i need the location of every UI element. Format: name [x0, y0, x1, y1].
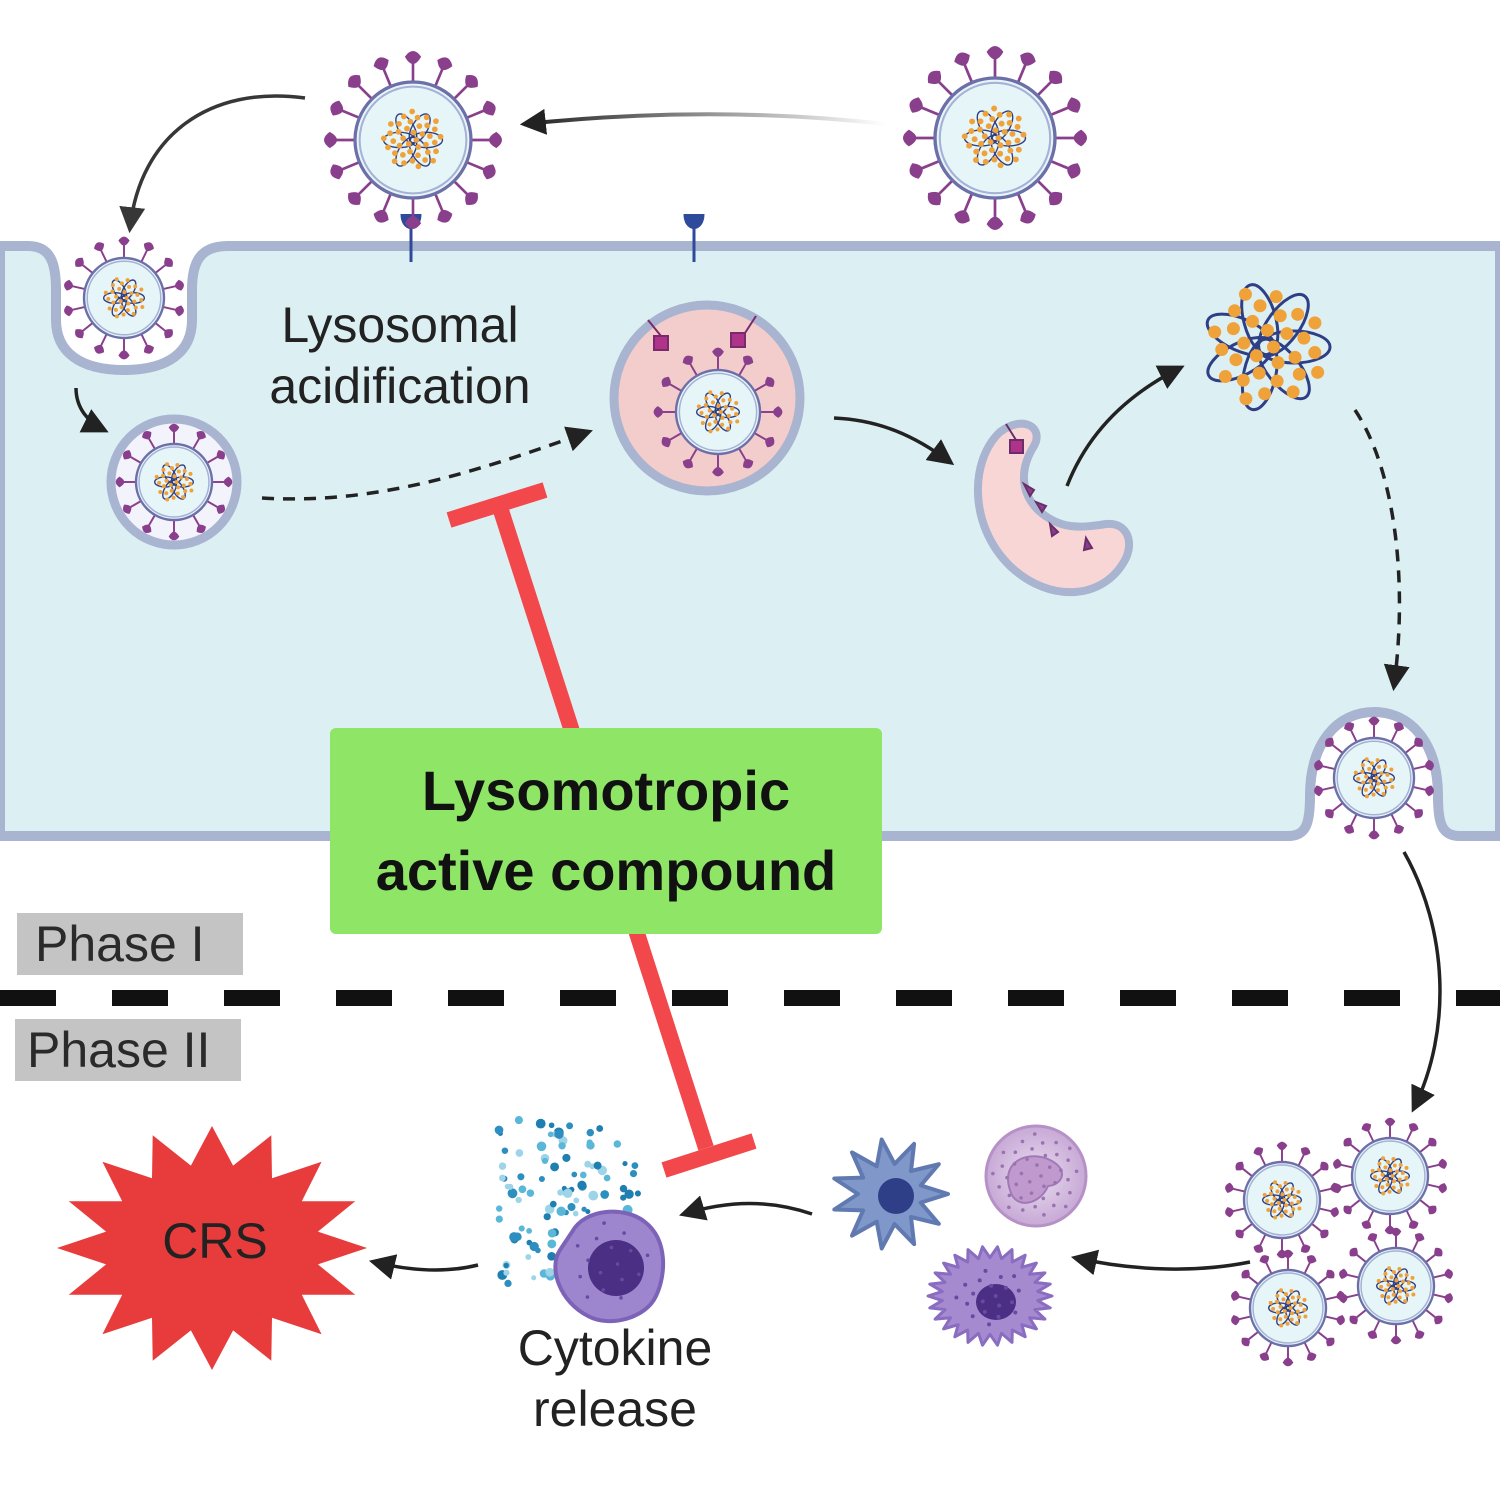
- drug-box: Lysomotropic active compound: [330, 728, 882, 934]
- phase-2-label: Phase II: [15, 1019, 241, 1081]
- virus-in-endocytic-pit: [64, 236, 184, 360]
- spike-fragments: [1005, 423, 1094, 552]
- arrow-fusion: [833, 416, 955, 466]
- arrow-release: [1402, 851, 1442, 1113]
- label-cytokine-release: Cytokine release: [455, 1318, 775, 1440]
- label-line: Cytokine: [517, 1320, 713, 1376]
- drug-label-line2: active compound: [375, 839, 837, 902]
- crs-label: CRS: [162, 1213, 268, 1269]
- virus-in-endolysosome: [653, 347, 783, 477]
- drug-label-line1: Lysomotropic: [421, 759, 791, 823]
- label-line: Lysosomal: [281, 297, 519, 353]
- virus-particle-incoming: [902, 45, 1088, 231]
- cell-cytoplasm: [0, 241, 1500, 841]
- fused-vesicle: [973, 419, 1134, 597]
- arrow-approach: [519, 108, 886, 135]
- released-viral-rna: [1205, 283, 1332, 412]
- progeny-virions: [1225, 1117, 1453, 1367]
- label-lysosomal-acidification: Lysosomal acidification: [225, 295, 575, 417]
- dendritic-cell: [832, 1137, 950, 1251]
- receptor-right: [683, 213, 705, 262]
- arrow-acidification: [261, 426, 593, 501]
- arrow-rna-release: [1065, 365, 1185, 487]
- arrow-to-entry: [119, 94, 306, 234]
- label-line: acidification: [269, 358, 531, 414]
- arrow-endocytosis: [74, 387, 109, 433]
- crs-starburst: [57, 1126, 367, 1370]
- virus-in-endosome: [115, 423, 233, 541]
- label-line: release: [533, 1381, 697, 1437]
- phase-1-label: Phase I: [17, 913, 243, 975]
- arrow-replication: [1353, 409, 1410, 692]
- arrow-to-cytokine: [679, 1195, 813, 1221]
- activated-immune-cell: [553, 1209, 666, 1324]
- arrow-to-crs: [368, 1254, 479, 1280]
- lysosomal-protease-markers: [647, 315, 757, 351]
- virus-particle-binding: [324, 51, 502, 229]
- neutrophil: [984, 1124, 1088, 1228]
- virus-exocytosis: [1314, 716, 1434, 840]
- arrow-to-immune: [1070, 1249, 1251, 1276]
- macrophage: [926, 1245, 1054, 1347]
